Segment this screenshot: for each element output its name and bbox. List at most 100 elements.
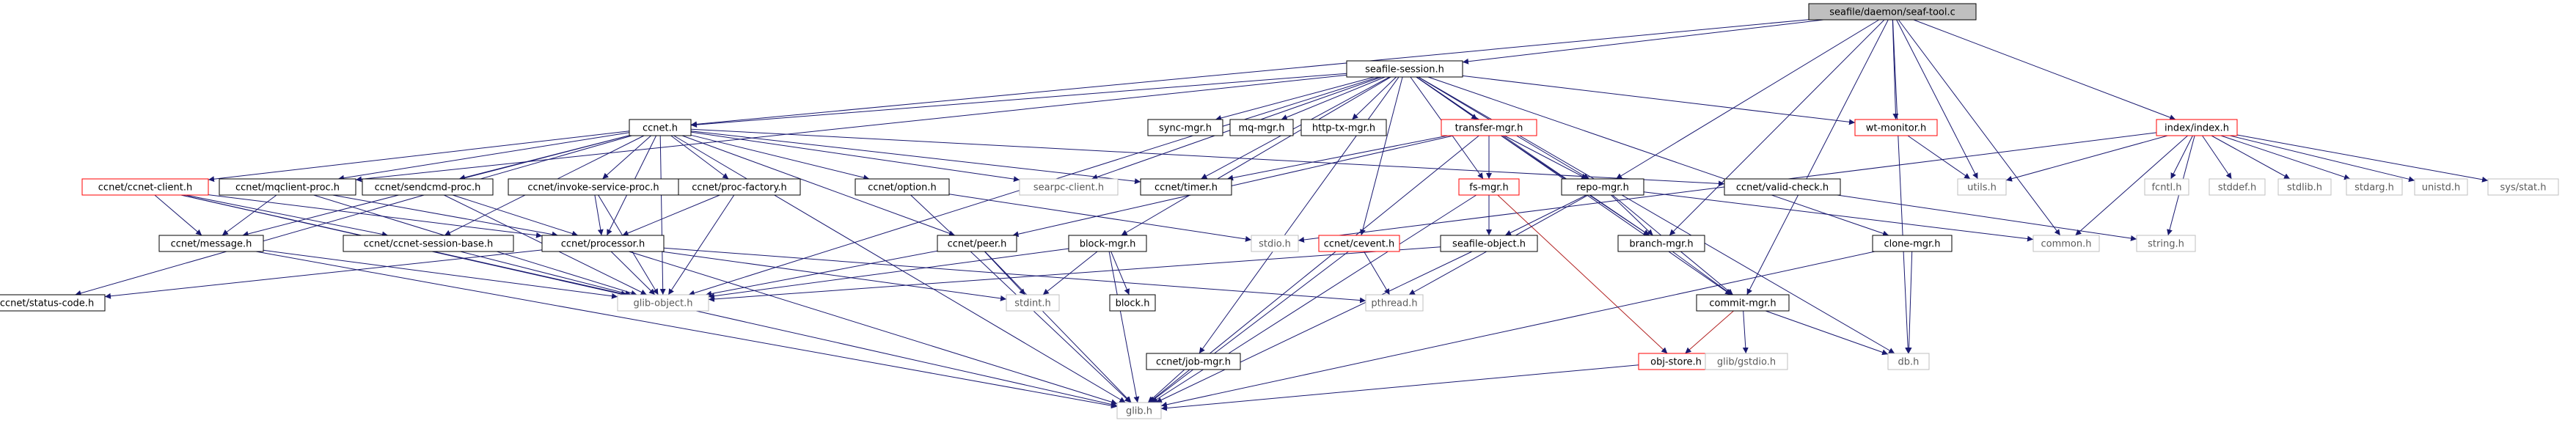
node-syncmgr[interactable]: sync-mgr.h xyxy=(1147,119,1223,136)
node-label: sync-mgr.h xyxy=(1159,123,1212,134)
edge-message-to-glib xyxy=(255,251,1118,409)
node-mqmgr[interactable]: mq-mgr.h xyxy=(1229,119,1294,136)
node-sessionbase[interactable]: ccnet/ccnet-session-base.h xyxy=(343,235,514,252)
edge-cevent-to-glib xyxy=(1149,251,1349,403)
node-commitmgr[interactable]: commit-mgr.h xyxy=(1696,294,1790,312)
node-stdint[interactable]: stdint.h xyxy=(1006,294,1060,312)
node-box xyxy=(2414,178,2468,196)
node-label: commit-mgr.h xyxy=(1709,298,1776,309)
node-label: utils.h xyxy=(1967,183,1997,194)
node-stringh[interactable]: string.h xyxy=(2136,235,2196,252)
edge-index-to-sysstat xyxy=(2236,134,2489,183)
node-ccnet[interactable]: ccnet.h xyxy=(629,119,692,136)
node-sysstat[interactable]: sys/stat.h xyxy=(2487,178,2559,196)
node-ccnetclient[interactable]: ccnet/ccnet-client.h xyxy=(81,178,209,196)
node-glibstdio[interactable]: glib/gstdio.h xyxy=(1705,353,1788,370)
node-globject[interactable]: glib-object.h xyxy=(617,294,709,312)
edge-index-to-stddef xyxy=(2202,135,2232,180)
node-statuscode[interactable]: ccnet/status-code.h xyxy=(0,294,106,312)
edge-repomgr-to-seafobj xyxy=(1504,194,1587,236)
edge-session-to-mqclient xyxy=(355,74,1347,183)
node-stdio[interactable]: stdio.h xyxy=(1251,235,1299,252)
node-option[interactable]: ccnet/option.h xyxy=(855,178,950,196)
node-objstore[interactable]: obj-store.h xyxy=(1638,353,1714,370)
node-unistd[interactable]: unistd.h xyxy=(2414,178,2468,196)
node-stddef[interactable]: stddef.h xyxy=(2209,178,2266,196)
node-label: http-tx-mgr.h xyxy=(1312,123,1375,134)
node-procfactory[interactable]: ccnet/proc-factory.h xyxy=(678,178,801,196)
node-box xyxy=(855,178,950,196)
edge-index-to-unistd xyxy=(2230,135,2415,183)
node-block[interactable]: block.h xyxy=(1109,294,1156,312)
edge-invoke-to-processor xyxy=(594,194,604,236)
node-pthread[interactable]: pthread.h xyxy=(1365,294,1424,312)
node-processor[interactable]: ccnet/processor.h xyxy=(541,235,665,252)
edge-cevent-to-pthread xyxy=(1364,251,1390,295)
node-timer[interactable]: ccnet/timer.h xyxy=(1140,178,1232,196)
node-label: index/index.h xyxy=(2165,123,2229,134)
edge-sessionbase-to-globject xyxy=(460,251,632,296)
node-invoke[interactable]: ccnet/invoke-service-proc.h xyxy=(508,178,679,196)
node-label: stdint.h xyxy=(1014,298,1050,309)
node-httptx[interactable]: http-tx-mgr.h xyxy=(1300,119,1387,136)
node-box xyxy=(343,235,514,252)
node-box xyxy=(81,178,209,196)
node-transfer[interactable]: transfer-mgr.h xyxy=(1441,119,1537,136)
node-box xyxy=(937,235,1017,252)
edge-message-to-globject xyxy=(263,249,618,299)
node-seafobj[interactable]: seafile-object.h xyxy=(1440,235,1538,252)
node-dbh[interactable]: db.h xyxy=(1887,353,1930,370)
node-box xyxy=(0,294,106,312)
node-session[interactable]: seafile-session.h xyxy=(1346,60,1463,78)
edge-ccnet-to-procfactory xyxy=(670,135,729,180)
node-common[interactable]: common.h xyxy=(2032,235,2100,252)
node-searpc[interactable]: searpc-client.h xyxy=(1019,178,1119,196)
node-wtmon[interactable]: wt-monitor.h xyxy=(1854,119,1938,136)
node-blockmgr[interactable]: block-mgr.h xyxy=(1068,235,1147,252)
node-box xyxy=(1146,353,1241,370)
node-peer[interactable]: ccnet/peer.h xyxy=(937,235,1017,252)
node-mqclient[interactable]: ccnet/mqclient-proc.h xyxy=(219,178,356,196)
node-message[interactable]: ccnet/message.h xyxy=(158,235,264,252)
edge-transfer-to-peer xyxy=(1012,135,1454,238)
node-box xyxy=(541,235,665,252)
node-box xyxy=(1229,119,1294,136)
node-box xyxy=(1854,119,1938,136)
node-glib[interactable]: glib.h xyxy=(1116,402,1162,419)
node-cevent[interactable]: ccnet/cevent.h xyxy=(1318,235,1400,252)
node-label: glib/gstdio.h xyxy=(1717,357,1776,368)
node-box xyxy=(1019,178,1119,196)
node-stdarg[interactable]: stdarg.h xyxy=(2346,178,2403,196)
node-label: glib.h xyxy=(1126,406,1152,417)
node-validcheck[interactable]: ccnet/valid-check.h xyxy=(1724,178,1841,196)
edge-ccnet-to-statuscode xyxy=(75,135,632,296)
edge-processor-to-statuscode xyxy=(104,249,543,299)
node-sendcmd[interactable]: ccnet/sendcmd-proc.h xyxy=(362,178,494,196)
node-root[interactable]: seafile/daemon/seaf-tool.c xyxy=(1808,3,1977,21)
node-box xyxy=(2277,178,2332,196)
node-branchmgr[interactable]: branch-mgr.h xyxy=(1617,235,1705,252)
edge-index-to-stdlib xyxy=(2211,135,2291,180)
dependency-edges xyxy=(75,19,2489,411)
node-box xyxy=(1617,235,1705,252)
node-fcntl[interactable]: fcntl.h xyxy=(2144,178,2189,196)
node-stdlib[interactable]: stdlib.h xyxy=(2277,178,2332,196)
node-label: ccnet/cevent.h xyxy=(1324,239,1395,250)
node-utils[interactable]: utils.h xyxy=(1957,178,2007,196)
edge-transfer-to-timer xyxy=(1227,135,1448,181)
edge-root-to-session xyxy=(1462,19,1824,65)
node-label: db.h xyxy=(1898,357,1920,368)
edge-ccnetclient-to-sessionbase xyxy=(186,194,388,238)
node-repomgr[interactable]: repo-mgr.h xyxy=(1561,178,1644,196)
edge-repomgr-to-branchmgr xyxy=(1611,194,1653,236)
node-index[interactable]: index/index.h xyxy=(2156,119,2238,136)
edge-root-to-commitmgr xyxy=(1746,19,1889,295)
node-fsmgr[interactable]: fs-mgr.h xyxy=(1458,178,1520,196)
node-clonemgr[interactable]: clone-mgr.h xyxy=(1872,235,1953,252)
node-jobmgr[interactable]: ccnet/job-mgr.h xyxy=(1146,353,1241,370)
node-label: stdarg.h xyxy=(2354,183,2394,194)
node-label: ccnet.h xyxy=(643,123,678,134)
node-box xyxy=(1561,178,1644,196)
node-label: stdlib.h xyxy=(2287,183,2322,194)
node-box xyxy=(1458,178,1520,196)
